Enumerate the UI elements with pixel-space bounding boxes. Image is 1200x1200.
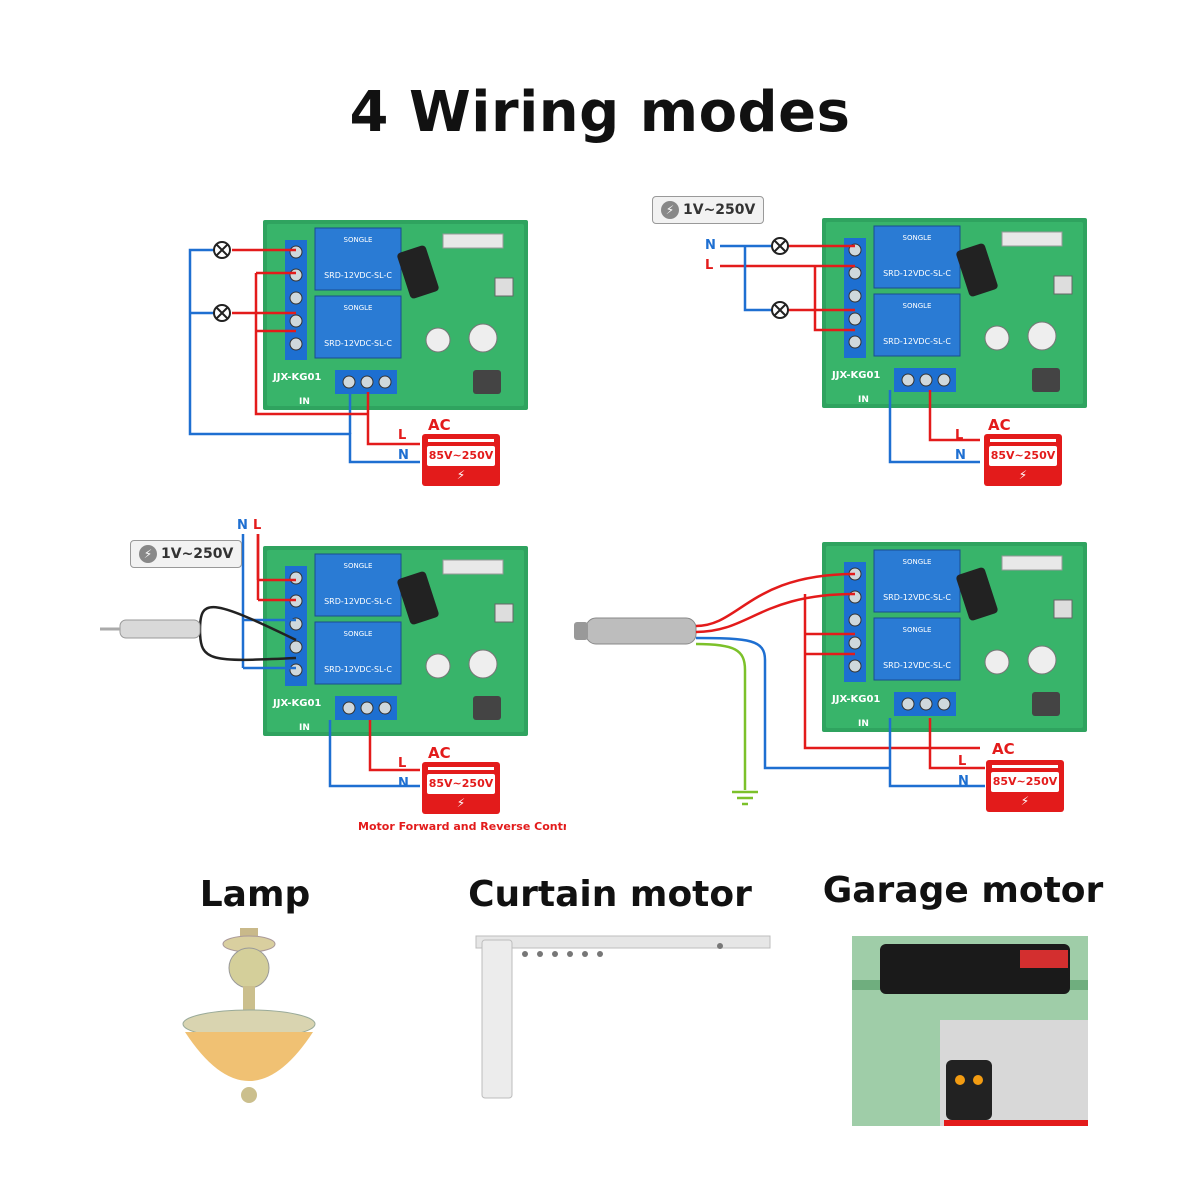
neutral-label: N xyxy=(958,774,969,789)
voltage-badge-2: ⚡1V~250V xyxy=(130,540,243,568)
ac-label: AC xyxy=(428,416,451,434)
neutral-label: N xyxy=(705,238,716,253)
neutral-label: N xyxy=(955,448,966,463)
caption-curtain: Curtain motor xyxy=(468,874,752,915)
caption-lamp: Lamp xyxy=(199,874,311,915)
neutral-label: N xyxy=(398,448,409,463)
bolt-icon: ⚡ xyxy=(139,545,157,563)
live-label: L xyxy=(958,754,967,769)
bolt-icon: ⚡ xyxy=(456,468,466,482)
wiring-mode-4 xyxy=(574,541,1088,806)
wiring-diagrams: SRD-12VDC-SL-C SRD-12VDC-SL-C SONGLE SON… xyxy=(100,217,1088,806)
ac-label: AC xyxy=(992,740,1015,758)
lamp-illustration xyxy=(182,928,316,1103)
ac-label: AC xyxy=(428,744,451,762)
page-title: 4 Wiring modes xyxy=(349,80,851,145)
neutral-label: N xyxy=(237,518,248,533)
power-supply: 85V~250V⚡ xyxy=(984,434,1062,486)
neutral-label: N xyxy=(398,776,409,791)
live-label: L xyxy=(955,428,964,443)
power-supply: 85V~250V⚡ xyxy=(986,760,1064,812)
curtain-motor-illustration xyxy=(475,935,771,1099)
voltage-badge-1: ⚡1V~250V xyxy=(652,196,765,224)
bolt-icon: ⚡ xyxy=(661,201,679,219)
wiring-mode-1 xyxy=(188,219,529,464)
bolt-icon: ⚡ xyxy=(1020,794,1030,808)
wiring-mode-3 xyxy=(100,534,529,788)
motor-note: Motor Forward and Reverse Contro xyxy=(358,820,566,833)
live-label: L xyxy=(398,428,407,443)
garage-motor-illustration xyxy=(852,936,1088,1126)
wiring-mode-2 xyxy=(720,217,1088,464)
power-supply: 85V~250V⚡ xyxy=(422,762,500,814)
live-label: L xyxy=(398,756,407,771)
bolt-icon: ⚡ xyxy=(456,796,466,810)
live-label: L xyxy=(705,258,714,273)
power-supply: 85V~250V⚡ xyxy=(422,434,500,486)
device-illustrations xyxy=(182,928,1088,1126)
live-label: L xyxy=(253,518,262,533)
ac-label: AC xyxy=(988,416,1011,434)
bolt-icon: ⚡ xyxy=(1018,468,1028,482)
caption-garage: Garage motor xyxy=(822,870,1104,911)
